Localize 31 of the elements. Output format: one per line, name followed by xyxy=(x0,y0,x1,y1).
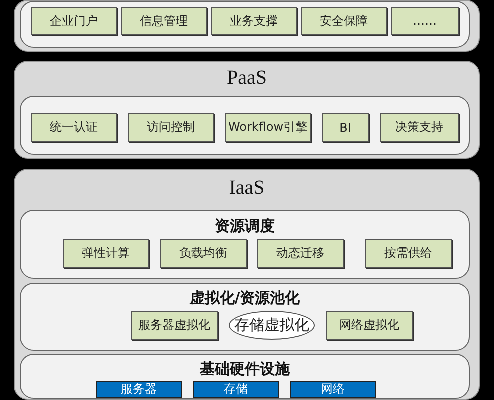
module-box: 信息管理 xyxy=(121,7,207,35)
layer-panel xyxy=(14,169,480,400)
group-panel xyxy=(20,96,470,155)
panel-title: 资源调度 xyxy=(214,217,276,236)
panel-title: 基础硬件设施 xyxy=(199,360,291,379)
module-box: 统一认证 xyxy=(31,113,117,142)
hardware-box: 存储 xyxy=(193,381,279,398)
group-panel xyxy=(20,283,470,351)
module-box: 服务器虚拟化 xyxy=(131,311,218,340)
module-box: 按需供给 xyxy=(365,239,452,268)
module-box: 动态迁移 xyxy=(257,239,344,268)
group-panel xyxy=(20,210,470,279)
module-box: 安全保障 xyxy=(301,7,387,35)
module-ellipse: 存储虚拟化 xyxy=(229,311,315,340)
module-box: 负载均衡 xyxy=(160,239,247,268)
panel-title: IaaS xyxy=(228,177,266,200)
module-box: BI xyxy=(322,113,369,142)
panel-title: 虚拟化/资源池化 xyxy=(188,289,302,308)
hardware-box: 服务器 xyxy=(96,381,182,398)
module-box: Workflow引擎 xyxy=(225,113,311,142)
module-box: 决策支持 xyxy=(380,113,459,142)
hardware-box: 网络 xyxy=(290,381,376,398)
module-box: 弹性计算 xyxy=(63,239,149,268)
module-box: 访问控制 xyxy=(128,113,214,142)
module-box: 业务支撑 xyxy=(211,7,297,35)
module-box: …… xyxy=(391,7,459,35)
layer-panel xyxy=(14,61,480,159)
group-panel xyxy=(20,354,470,399)
panel-title: PaaS xyxy=(226,67,268,90)
module-box: 企业门户 xyxy=(31,7,117,35)
module-box: 网络虚拟化 xyxy=(326,311,413,340)
